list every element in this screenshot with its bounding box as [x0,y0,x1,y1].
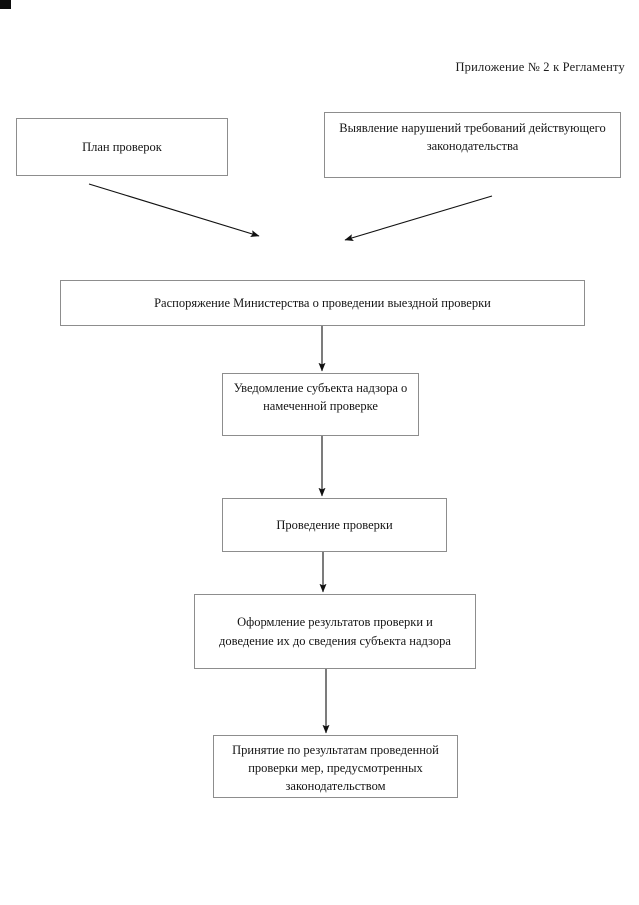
scan-artifact-mark [0,0,11,9]
flow-node-plan-label: План проверок [82,139,162,154]
flow-node-order-label: Распоряжение Министерства о проведении в… [154,295,491,310]
edge-violation-to-order [344,195,493,242]
flow-node-order: Распоряжение Министерства о проведении в… [60,280,585,326]
flow-node-notice-label: Уведомление субъекта надзора о намеченно… [233,381,408,414]
flow-node-violation-label: Выявление нарушений требований действующ… [339,121,606,154]
flow-node-plan: План проверок [16,118,228,176]
flow-node-notice: Уведомление субъекта надзора о намеченно… [222,373,419,436]
edge-plan-to-order [88,183,260,237]
flow-node-inspection-label: Проведение проверки [276,517,393,532]
flow-node-violation: Выявление нарушений требований действующ… [324,112,621,178]
appendix-header-note: Приложение № 2 к Регламенту [455,60,625,74]
flow-node-measures: Принятие по результатам проведенной пров… [213,735,458,798]
flow-node-measures-label: Принятие по результатам проведенной пров… [232,743,439,794]
flow-node-results-label: Оформление результатов проверки и доведе… [219,615,451,648]
flow-node-inspection: Проведение проверки [222,498,447,552]
flow-node-results: Оформление результатов проверки и доведе… [194,594,476,669]
